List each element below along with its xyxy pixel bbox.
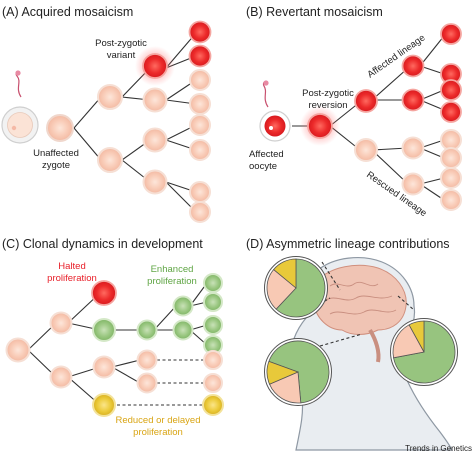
enhanced-label-line2: proliferation [147, 276, 197, 287]
cell [5, 337, 31, 363]
cell [49, 365, 73, 389]
cell-reduced [202, 394, 224, 416]
panel-c-title: (C) Clonal dynamics in development [2, 237, 203, 251]
cell [142, 127, 168, 153]
pie-slice-green [275, 258, 326, 318]
cell-enhanced [203, 273, 223, 293]
panel-d: (D) Asymmetric lineage contributions Tre… [246, 237, 472, 453]
enhanced-label-line1: Enhanced [151, 264, 194, 275]
cell [189, 69, 211, 91]
cell-rescued [440, 167, 462, 189]
cell-mutant [188, 44, 212, 68]
reduced-label-line1: Reduced or delayed [115, 415, 200, 426]
cell [92, 355, 116, 379]
panel-b: (B) Revertant mosaicism Affected oocyte … [246, 5, 462, 219]
cell-rescued [354, 138, 378, 162]
halted-label-line2: proliferation [47, 273, 97, 284]
pie-slice-yellow [408, 320, 425, 353]
journal-credit: Trends in Genetics [405, 444, 472, 453]
cell-mutant [142, 53, 168, 79]
cell-enhanced [172, 295, 194, 317]
reduced-label-line2: proliferation [133, 427, 183, 438]
cell-reversion [307, 113, 333, 139]
oocyte-affected [259, 80, 291, 142]
halted-label-line1: Halted [58, 261, 85, 272]
cell-affected [401, 88, 425, 112]
cell-mutant [188, 20, 212, 44]
cell-affected [401, 54, 425, 78]
panel-c: (C) Clonal dynamics in development Halte… [2, 237, 224, 438]
unaffected-label-line1: Unaffected [33, 148, 79, 159]
cell-affected [440, 79, 462, 101]
cell-halted [91, 280, 117, 306]
cell [189, 139, 211, 161]
head-silhouette [288, 257, 453, 451]
pie-slice-pink [266, 268, 297, 310]
post-zygotic-reversion-line1: Post-zygotic [302, 88, 354, 99]
panel-a-cells [97, 20, 212, 223]
cell-reduced [92, 393, 116, 417]
cell [97, 84, 123, 110]
panel-c-cells [5, 273, 224, 417]
cell-rescued [440, 189, 462, 211]
panel-b-title: (B) Revertant mosaicism [246, 5, 383, 19]
pie-slice-pink [268, 371, 302, 404]
pie-right [390, 318, 458, 386]
cell-affected [440, 23, 462, 45]
cell-affected [354, 89, 378, 113]
cell [189, 201, 211, 223]
cell [97, 147, 123, 173]
post-zygotic-variant-line1: Post-zygotic [95, 38, 147, 49]
cell [142, 87, 168, 113]
unaffected-label-line2: zygote [42, 160, 70, 171]
pie-slice-pink [392, 324, 425, 359]
cell-enhanced [172, 319, 194, 341]
affected-oocyte-line2: oocyte [249, 161, 277, 172]
cell-enhanced [203, 292, 223, 312]
pie-slice-yellow [273, 258, 297, 289]
post-zygotic-reversion-line2: reversion [308, 100, 347, 111]
panel-a-title: (A) Acquired mosaicism [2, 5, 133, 19]
panel-a: (A) Acquired mosaicism Unaffected zygote… [1, 5, 212, 223]
cell-affected [440, 101, 462, 123]
cell-enhanced [92, 318, 116, 342]
cell [189, 114, 211, 136]
affected-oocyte-line1: Affected [249, 149, 284, 160]
cell [189, 181, 211, 203]
cell [136, 349, 158, 371]
pie-lower-left [264, 338, 332, 406]
cell [142, 169, 168, 195]
cell-rescued [401, 172, 425, 196]
cell-rescued [440, 147, 462, 169]
pie-slice-yellow [266, 360, 300, 385]
panel-b-cells [300, 23, 462, 211]
zygote-cell [46, 114, 74, 142]
cell [203, 373, 223, 393]
pie-upper-left [264, 256, 328, 320]
cell-enhanced [136, 319, 158, 341]
panel-c-dashed-lines [117, 359, 205, 406]
cell [136, 372, 158, 394]
cell-rescued [401, 136, 425, 160]
cell-enhanced [203, 315, 223, 335]
post-zygotic-variant-line2: variant [107, 50, 136, 61]
panel-d-title: (D) Asymmetric lineage contributions [246, 237, 450, 251]
cell [189, 93, 211, 115]
oocyte-unaffected [1, 70, 39, 144]
cell [49, 311, 73, 335]
cell [203, 350, 223, 370]
